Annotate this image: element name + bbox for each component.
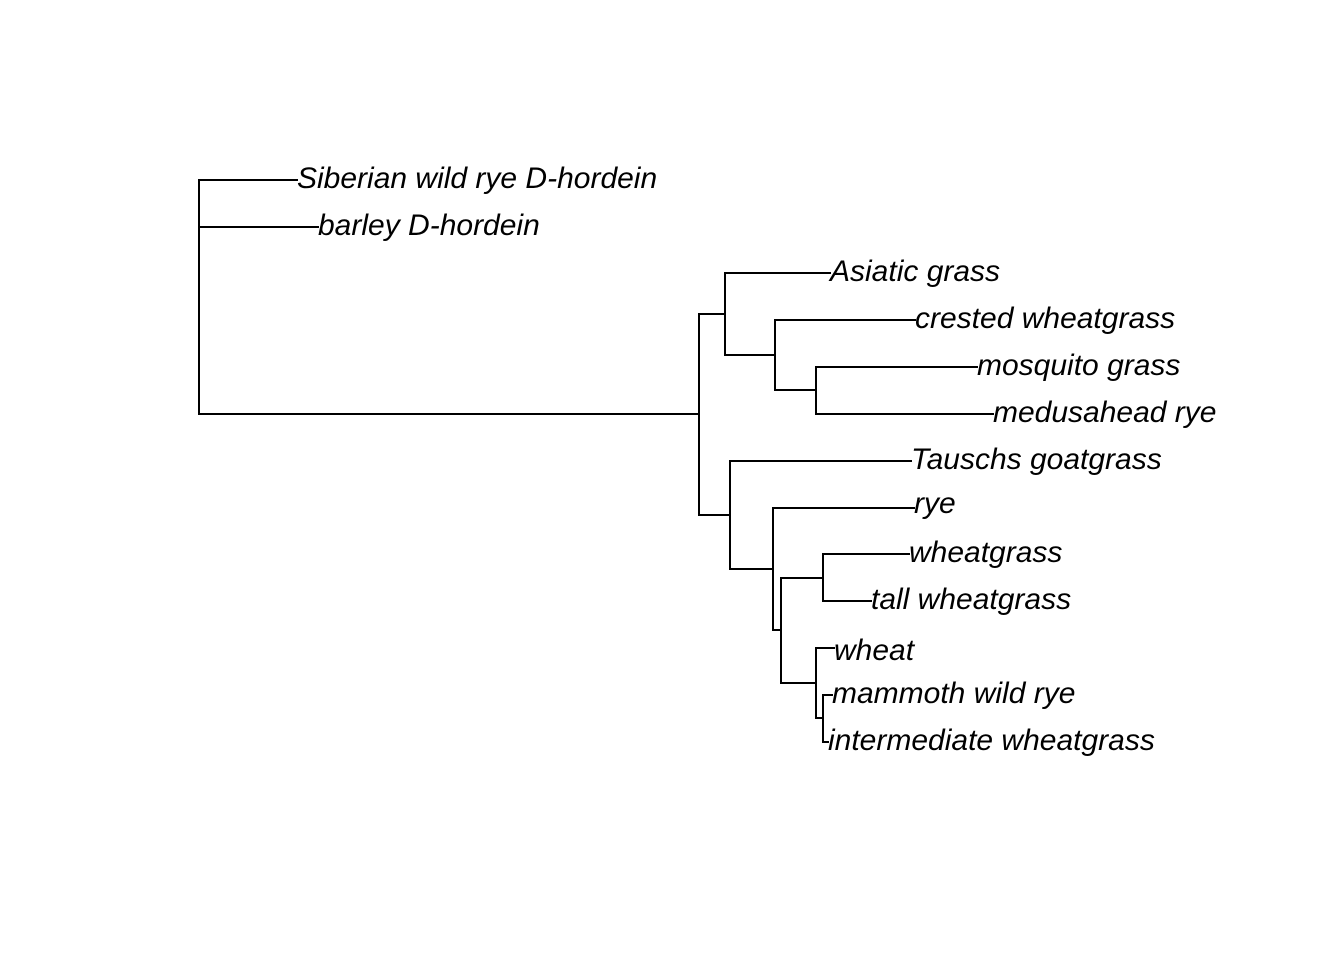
- tip-label: intermediate wheatgrass: [828, 724, 1155, 757]
- tip-label: wheatgrass: [909, 536, 1062, 569]
- tip-label: wheat: [834, 634, 916, 667]
- tip-label: Tauschs goatgrass: [911, 443, 1162, 476]
- tip-label: barley D-hordein: [318, 209, 540, 242]
- tip-label: tall wheatgrass: [871, 583, 1071, 616]
- tree-edges: [198, 179, 994, 743]
- tip-label: crested wheatgrass: [915, 302, 1175, 335]
- tip-label: medusahead rye: [993, 396, 1216, 429]
- tip-label: mammoth wild rye: [832, 677, 1075, 710]
- tip-label: rye: [914, 487, 956, 520]
- tip-label: mosquito grass: [977, 349, 1180, 382]
- tip-label: Siberian wild rye D-hordein: [297, 162, 657, 195]
- tip-labels: Siberian wild rye D-hordein barley D-hor…: [297, 162, 1216, 757]
- tip-label: Asiatic grass: [828, 255, 1000, 288]
